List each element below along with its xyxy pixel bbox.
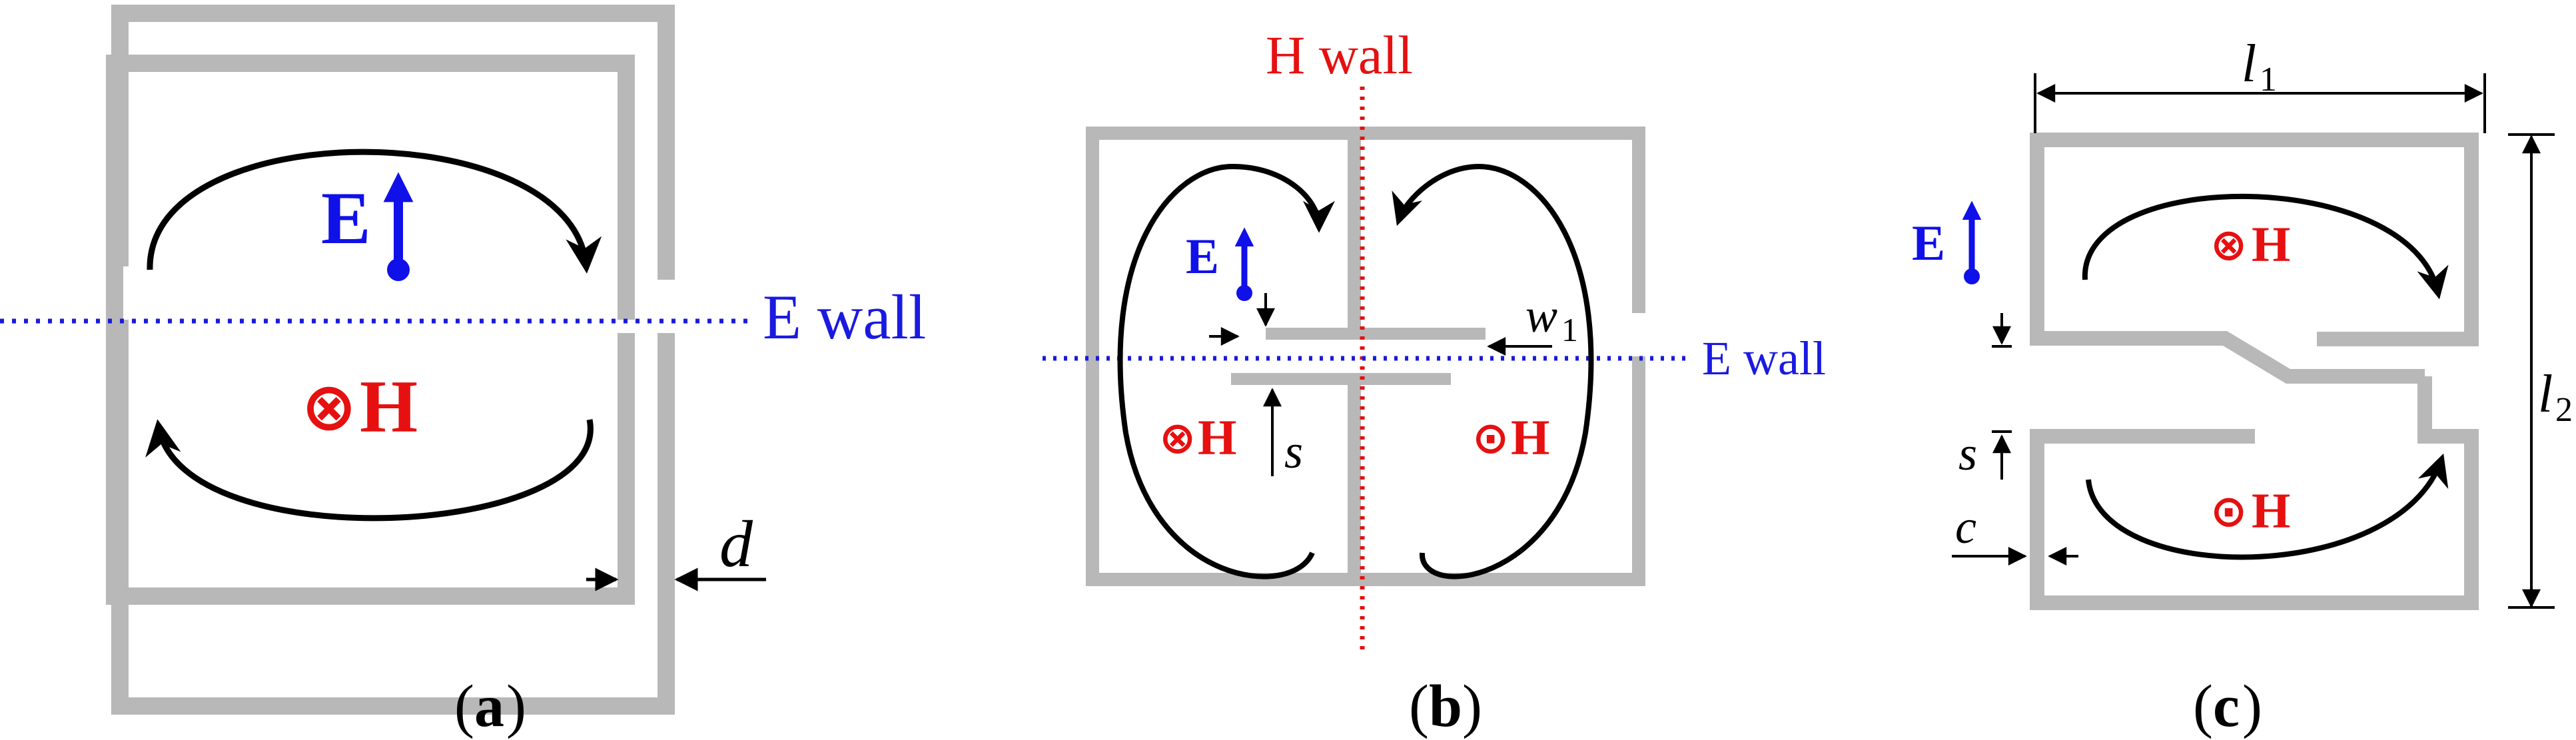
caption-c: ( c ) bbox=[2193, 673, 2262, 739]
top-circulation-arrow bbox=[147, 149, 602, 274]
svg-text:1: 1 bbox=[1561, 311, 1578, 348]
h-top-label: H bbox=[2252, 217, 2290, 272]
top-c-resonator bbox=[2030, 133, 2479, 384]
s-label-c: s bbox=[1958, 427, 1977, 480]
svg-text:(: ( bbox=[454, 673, 474, 739]
bottom-c-resonator bbox=[2030, 376, 2479, 610]
l1-label: l bbox=[2242, 35, 2256, 93]
bottom-circulation-arrow bbox=[145, 419, 594, 522]
bottom-c-arrow bbox=[2086, 453, 2449, 560]
lower-finger bbox=[1231, 373, 1451, 385]
h-out-of-page-icon-c: ⊙ bbox=[2210, 486, 2247, 537]
l2-label: l bbox=[2538, 365, 2553, 424]
top-c-arrow bbox=[2082, 194, 2449, 300]
h-into-page-icon-c: ⊗ bbox=[2210, 219, 2247, 270]
svg-text:1: 1 bbox=[2260, 61, 2277, 99]
panel-b: H wall E wall E ⊗ H ⊙ H w 1 s ( b ) bbox=[1043, 25, 1826, 739]
s-label-b: s bbox=[1284, 425, 1303, 478]
upper-finger bbox=[1266, 328, 1486, 340]
svg-text:a: a bbox=[474, 673, 504, 739]
svg-text:): ) bbox=[1462, 673, 1482, 739]
left-loop-arrow bbox=[1117, 163, 1335, 579]
svg-text:c: c bbox=[2213, 673, 2240, 739]
svg-text:b: b bbox=[1429, 673, 1462, 739]
h-right-label: H bbox=[1511, 410, 1549, 466]
h-into-page-icon: ⊗ bbox=[301, 368, 357, 446]
caption-b: ( b ) bbox=[1409, 673, 1482, 739]
e-wall-label: E wall bbox=[763, 282, 926, 352]
d-dim-label: d bbox=[719, 507, 753, 581]
svg-text:(: ( bbox=[1409, 673, 1429, 739]
caption-a: ( a ) bbox=[454, 673, 526, 739]
panel-a: E wall E ⊗ H d ( a ) bbox=[0, 5, 926, 739]
svg-text:): ) bbox=[506, 673, 526, 739]
svg-text:(: ( bbox=[2193, 673, 2213, 739]
h-field-label: H bbox=[360, 366, 418, 448]
h-into-page-icon-b: ⊗ bbox=[1159, 412, 1196, 464]
e-field-label-c: E bbox=[1912, 216, 1945, 271]
h-out-of-page-icon-b: ⊙ bbox=[1472, 412, 1509, 464]
e-field-label: E bbox=[321, 177, 371, 260]
svg-text:): ) bbox=[2242, 673, 2262, 739]
h-left-label: H bbox=[1198, 410, 1236, 466]
e-wall-label-b: E wall bbox=[1702, 332, 1826, 385]
svg-text:2: 2 bbox=[2555, 391, 2573, 429]
w1-label: w bbox=[1525, 289, 1557, 342]
panel-c: l 1 l 2 ⊗ H ⊙ H E s c ( c ) bbox=[1912, 35, 2573, 739]
e-field-label-b: E bbox=[1186, 229, 1219, 284]
h-wall-label: H wall bbox=[1266, 25, 1413, 85]
c-label: c bbox=[1955, 500, 1976, 554]
right-loop-arrow bbox=[1392, 163, 1594, 579]
h-bottom-label: H bbox=[2252, 484, 2290, 539]
outer-rectangle bbox=[1086, 127, 1645, 586]
